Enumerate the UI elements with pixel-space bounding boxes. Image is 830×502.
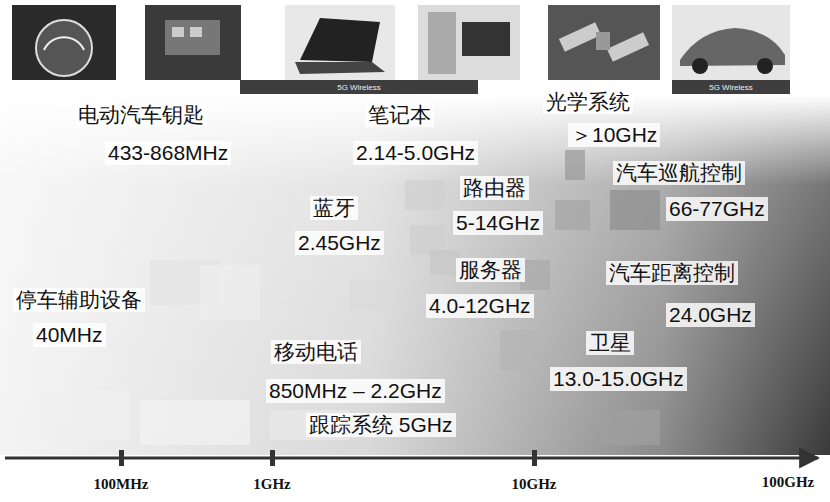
application-label: 停车辅助设备 — [13, 288, 145, 312]
axis-tick-label: 10GHz — [509, 476, 560, 493]
application-label: 汽车距离控制 — [606, 261, 738, 285]
application-label: 移动电话 — [271, 340, 361, 364]
application-label: 蓝牙 — [310, 196, 358, 220]
collage-tile — [555, 200, 590, 230]
collage-tile — [565, 150, 585, 180]
application-label: 13.0-15.0GHz — [550, 367, 687, 391]
band-bar: 5G Wireless — [240, 80, 478, 94]
application-label: 服务器 — [456, 258, 525, 282]
application-label: 卫星 — [586, 331, 634, 355]
frequency-axis — [5, 450, 818, 466]
collage-tile — [405, 180, 445, 210]
gradient-ground — [0, 95, 830, 455]
application-label: 850MHz – 2.2GHz — [266, 379, 445, 403]
axis-tick-label: 100GHz — [759, 474, 818, 491]
band-bar: 5G Wireless — [672, 80, 790, 94]
collage-tile — [610, 190, 660, 230]
application-label: 433-868MHz — [105, 141, 231, 165]
application-label: 24.0GHz — [666, 303, 755, 327]
application-label: 2.14-5.0GHz — [353, 141, 478, 165]
application-label: 电动汽车钥匙 — [75, 103, 207, 127]
application-label: 40MHz — [33, 323, 106, 347]
application-label: 路由器 — [460, 176, 529, 200]
application-label: 汽车巡航控制 — [613, 161, 745, 185]
collage-tile — [350, 280, 390, 310]
collage-tile — [200, 265, 260, 320]
application-label: 66-77GHz — [666, 197, 768, 221]
application-label: 光学系统 — [543, 90, 633, 114]
band-label: 5G Wireless — [337, 83, 381, 92]
application-label: 5-14GHz — [453, 211, 543, 235]
axis-tick-label: 1GHz — [250, 476, 294, 493]
collage-tile — [40, 390, 130, 440]
application-label: 笔记本 — [365, 103, 434, 127]
device-photos — [12, 5, 790, 80]
application-label: 2.45GHz — [295, 231, 384, 255]
application-label: ＞10GHz — [568, 123, 660, 147]
axis-tick-label: 100MHz — [91, 476, 152, 493]
collage-tile — [140, 400, 250, 445]
collage-tile — [500, 330, 540, 370]
application-label: 跟踪系统 5GHz — [306, 413, 456, 437]
gradient-fade — [0, 95, 830, 455]
collage-tile — [600, 410, 660, 445]
band-label: 5G Wireless — [709, 83, 753, 92]
application-label: 4.0-12GHz — [426, 294, 534, 318]
